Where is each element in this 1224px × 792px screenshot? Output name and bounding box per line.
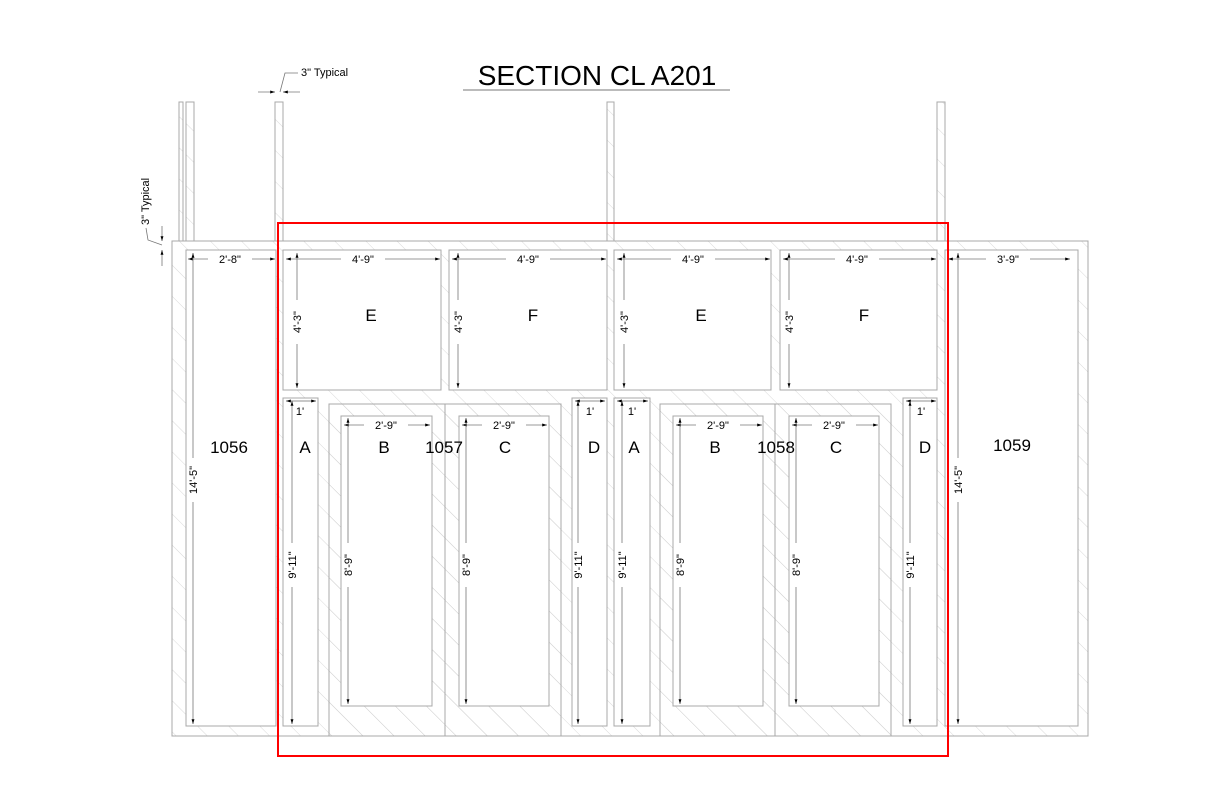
cabinet-label: B (378, 438, 389, 457)
dimension-tall-width: 2'-9" (676, 420, 762, 432)
dimension-label: 4'-3" (292, 311, 304, 333)
dimension-upper-width: 4'-9" (286, 254, 440, 266)
cabinet-e-1[interactable] (282, 249, 442, 391)
dimension-narrow-width: 1' (286, 399, 316, 418)
dimension-room-height: 14'-5" (188, 253, 200, 724)
section-title: SECTION CL A201 (478, 60, 717, 91)
dimension-upper-width: 4'-9" (452, 254, 606, 266)
dimension-label: 1' (628, 406, 636, 418)
cabinet-label: B (709, 438, 720, 457)
room-label-1058: 1058 (757, 438, 795, 457)
dimension-label: 9'-11" (573, 551, 585, 578)
cabinet-label: F (859, 306, 869, 325)
room-1056-space (185, 249, 277, 727)
svg-text:3" Typical: 3" Typical (140, 178, 152, 225)
dimension-label: 9'-11" (617, 551, 629, 578)
cabinet-b-1[interactable] (340, 415, 433, 707)
dimension-label: 2'-9" (493, 420, 515, 432)
cabinet-f-1[interactable] (448, 249, 608, 391)
dimension-upper-height: 4'-3" (619, 253, 631, 388)
dimension-label: 9'-11" (287, 551, 299, 578)
wall-stems (178, 101, 946, 242)
dimension-room-height: 14'-5" (953, 253, 965, 724)
dimension-tall-width: 2'-9" (462, 420, 547, 432)
dimension-upper-height: 4'-3" (292, 253, 304, 388)
cabinet-label: E (365, 306, 376, 325)
room-label-1057: 1057 (425, 438, 463, 457)
cabinet-label: D (919, 438, 931, 457)
cabinet-e-2[interactable] (613, 249, 772, 391)
svg-text:3" Typical: 3" Typical (301, 67, 348, 79)
dimension-label: 4'-3" (453, 311, 465, 333)
dimension-label: 8'-9" (675, 554, 687, 576)
dimension-upper-height: 4'-3" (784, 253, 796, 388)
dimension-label: 4'-9" (517, 254, 539, 266)
typical-annotation-left: 3" Typical (140, 178, 164, 266)
dimension-upper-height: 4'-3" (453, 253, 465, 388)
cabinet-label: A (628, 438, 640, 457)
dimension-label: 1' (296, 406, 304, 418)
dimension-label: 8'-9" (343, 554, 355, 576)
dimension-label: 4'-9" (682, 254, 704, 266)
cabinet-label: E (695, 306, 706, 325)
dimension-tall-height: 8'-9" (675, 418, 687, 704)
dimension-tall-height: 8'-9" (343, 418, 355, 704)
dimension-narrow-height: 9'-11" (573, 401, 585, 724)
cabinet-label: D (588, 438, 600, 457)
dimension-narrow-height: 9'-11" (617, 401, 629, 724)
dimension-label: 3'-9" (997, 254, 1019, 266)
room-label-1056: 1056 (210, 438, 248, 457)
typical-annotation-top: 3" Typical (258, 67, 348, 94)
cabinet-label: C (830, 438, 842, 457)
dimension-upper-width: 4'-9" (617, 254, 770, 266)
highlight-box (277, 222, 949, 757)
cabinet-f-2[interactable] (779, 249, 938, 391)
dimension-tall-width: 2'-9" (792, 420, 878, 432)
dimension-label: 14'-5" (188, 466, 200, 494)
dimension-label: 8'-9" (461, 554, 473, 576)
dimension-label: 2'-8" (219, 254, 241, 266)
dimension-label: 4'-3" (784, 311, 796, 333)
cabinet-label: C (499, 438, 511, 457)
dimensions: 2'-8" 4'-9" 4'-9" 4'-9" 4'-9" 3'-9" 1' 1' 1' 1' 2'… (187, 253, 1070, 724)
dimension-tall-height: 8'-9" (461, 418, 473, 704)
dimension-label: 4'-9" (352, 254, 374, 266)
dimension-narrow-height: 9'-11" (905, 401, 917, 724)
dimension-tall-height: 8'-9" (791, 418, 803, 704)
dimension-label: 14'-5" (953, 466, 965, 494)
cabinet-d-2[interactable] (902, 397, 938, 727)
cabinet-c-2[interactable] (788, 415, 880, 707)
cabinet-a-1[interactable] (282, 397, 319, 727)
dimension-room-1056-width: 2'-8" (187, 254, 275, 266)
dimension-label: 2'-9" (707, 420, 729, 432)
dimension-upper-width: 4'-9" (783, 254, 936, 266)
dimension-label: 1' (917, 406, 925, 418)
dimension-label: 4'-9" (846, 254, 868, 266)
cabinet-label: A (299, 438, 311, 457)
dimension-label: 2'-9" (823, 420, 845, 432)
cabinet-a-2[interactable] (613, 397, 651, 727)
dimension-label: 1' (586, 406, 594, 418)
dimension-tall-width: 2'-9" (344, 420, 430, 432)
dimension-narrow-width: 1' (617, 399, 648, 418)
cabinet-b-2[interactable] (672, 415, 764, 707)
dimension-label: 4'-3" (619, 311, 631, 333)
dimension-label: 8'-9" (791, 554, 803, 576)
dimension-room-1059-width: 3'-9" (948, 254, 1070, 266)
room-label-1059: 1059 (993, 436, 1031, 455)
dimension-narrow-height: 9'-11" (287, 401, 299, 724)
dimension-label: 9'-11" (905, 551, 917, 578)
cabinet-label: F (528, 306, 538, 325)
dimension-label: 2'-9" (375, 420, 397, 432)
dimension-narrow-width: 1' (906, 399, 936, 418)
room-1059-space (944, 249, 1079, 727)
cabinet-c-1[interactable] (458, 415, 550, 707)
